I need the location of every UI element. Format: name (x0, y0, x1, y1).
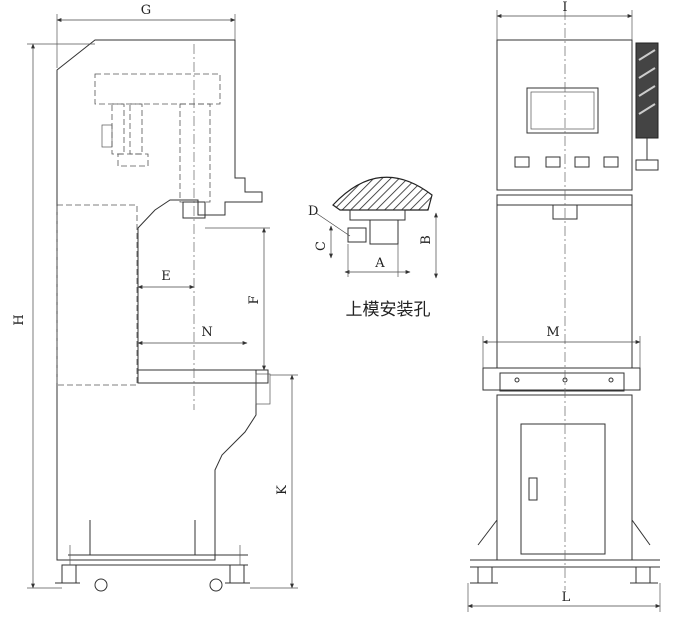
hydraulic-block (94, 73, 221, 105)
control-button-1 (514, 156, 530, 168)
front-foot-right (635, 566, 651, 584)
cylinder-2 (129, 103, 143, 155)
cylinder-1 (111, 103, 125, 155)
ram (179, 103, 211, 203)
dim-d-label: D (308, 204, 318, 219)
front-dimensions: I M L (467, 0, 661, 612)
front-foot-left (477, 566, 493, 584)
upper-housing (496, 39, 633, 191)
side-dimensions: G H E F N K (12, 3, 298, 589)
front-view (470, 10, 660, 590)
head-plate (496, 194, 633, 206)
caster-right (209, 578, 223, 592)
dim-e-label: E (161, 269, 171, 284)
detail-mount-hole (369, 219, 399, 245)
lower-body-panel (56, 204, 138, 386)
side-frame-outline (56, 39, 269, 561)
dim-f-label: F (247, 295, 262, 304)
die-mount-detail: D C A B 上模安装孔 (308, 176, 438, 320)
dim-i-label: I (562, 0, 567, 15)
caster-left (94, 578, 108, 592)
foot-left (61, 564, 77, 584)
cylinder-base (117, 153, 149, 167)
control-screen (526, 87, 599, 134)
side-view (55, 39, 271, 592)
detail-hatched-head (332, 176, 433, 211)
dim-b-label: B (419, 235, 434, 245)
dim-h-label: H (12, 314, 27, 325)
cabinet-door (520, 423, 606, 555)
control-button-3 (574, 156, 590, 168)
dim-k-label: K (275, 485, 290, 495)
front-worktable (482, 367, 641, 391)
dim-m-label: M (546, 325, 559, 340)
dim-n-label: N (201, 325, 212, 340)
dim-l-label: L (562, 590, 571, 605)
table-handle (255, 373, 271, 405)
foot-right (229, 564, 245, 584)
door-latch (528, 477, 538, 501)
lower-cabinet (496, 394, 633, 561)
detail-caption: 上模安装孔 (346, 300, 431, 320)
control-button-4 (603, 156, 619, 168)
control-buttons (514, 156, 619, 168)
dim-a-label: A (374, 256, 385, 271)
worktable (137, 369, 257, 384)
dim-g-label: G (141, 3, 151, 18)
control-button-2 (545, 156, 561, 168)
valve (101, 124, 113, 148)
dim-c-label: C (314, 241, 329, 251)
